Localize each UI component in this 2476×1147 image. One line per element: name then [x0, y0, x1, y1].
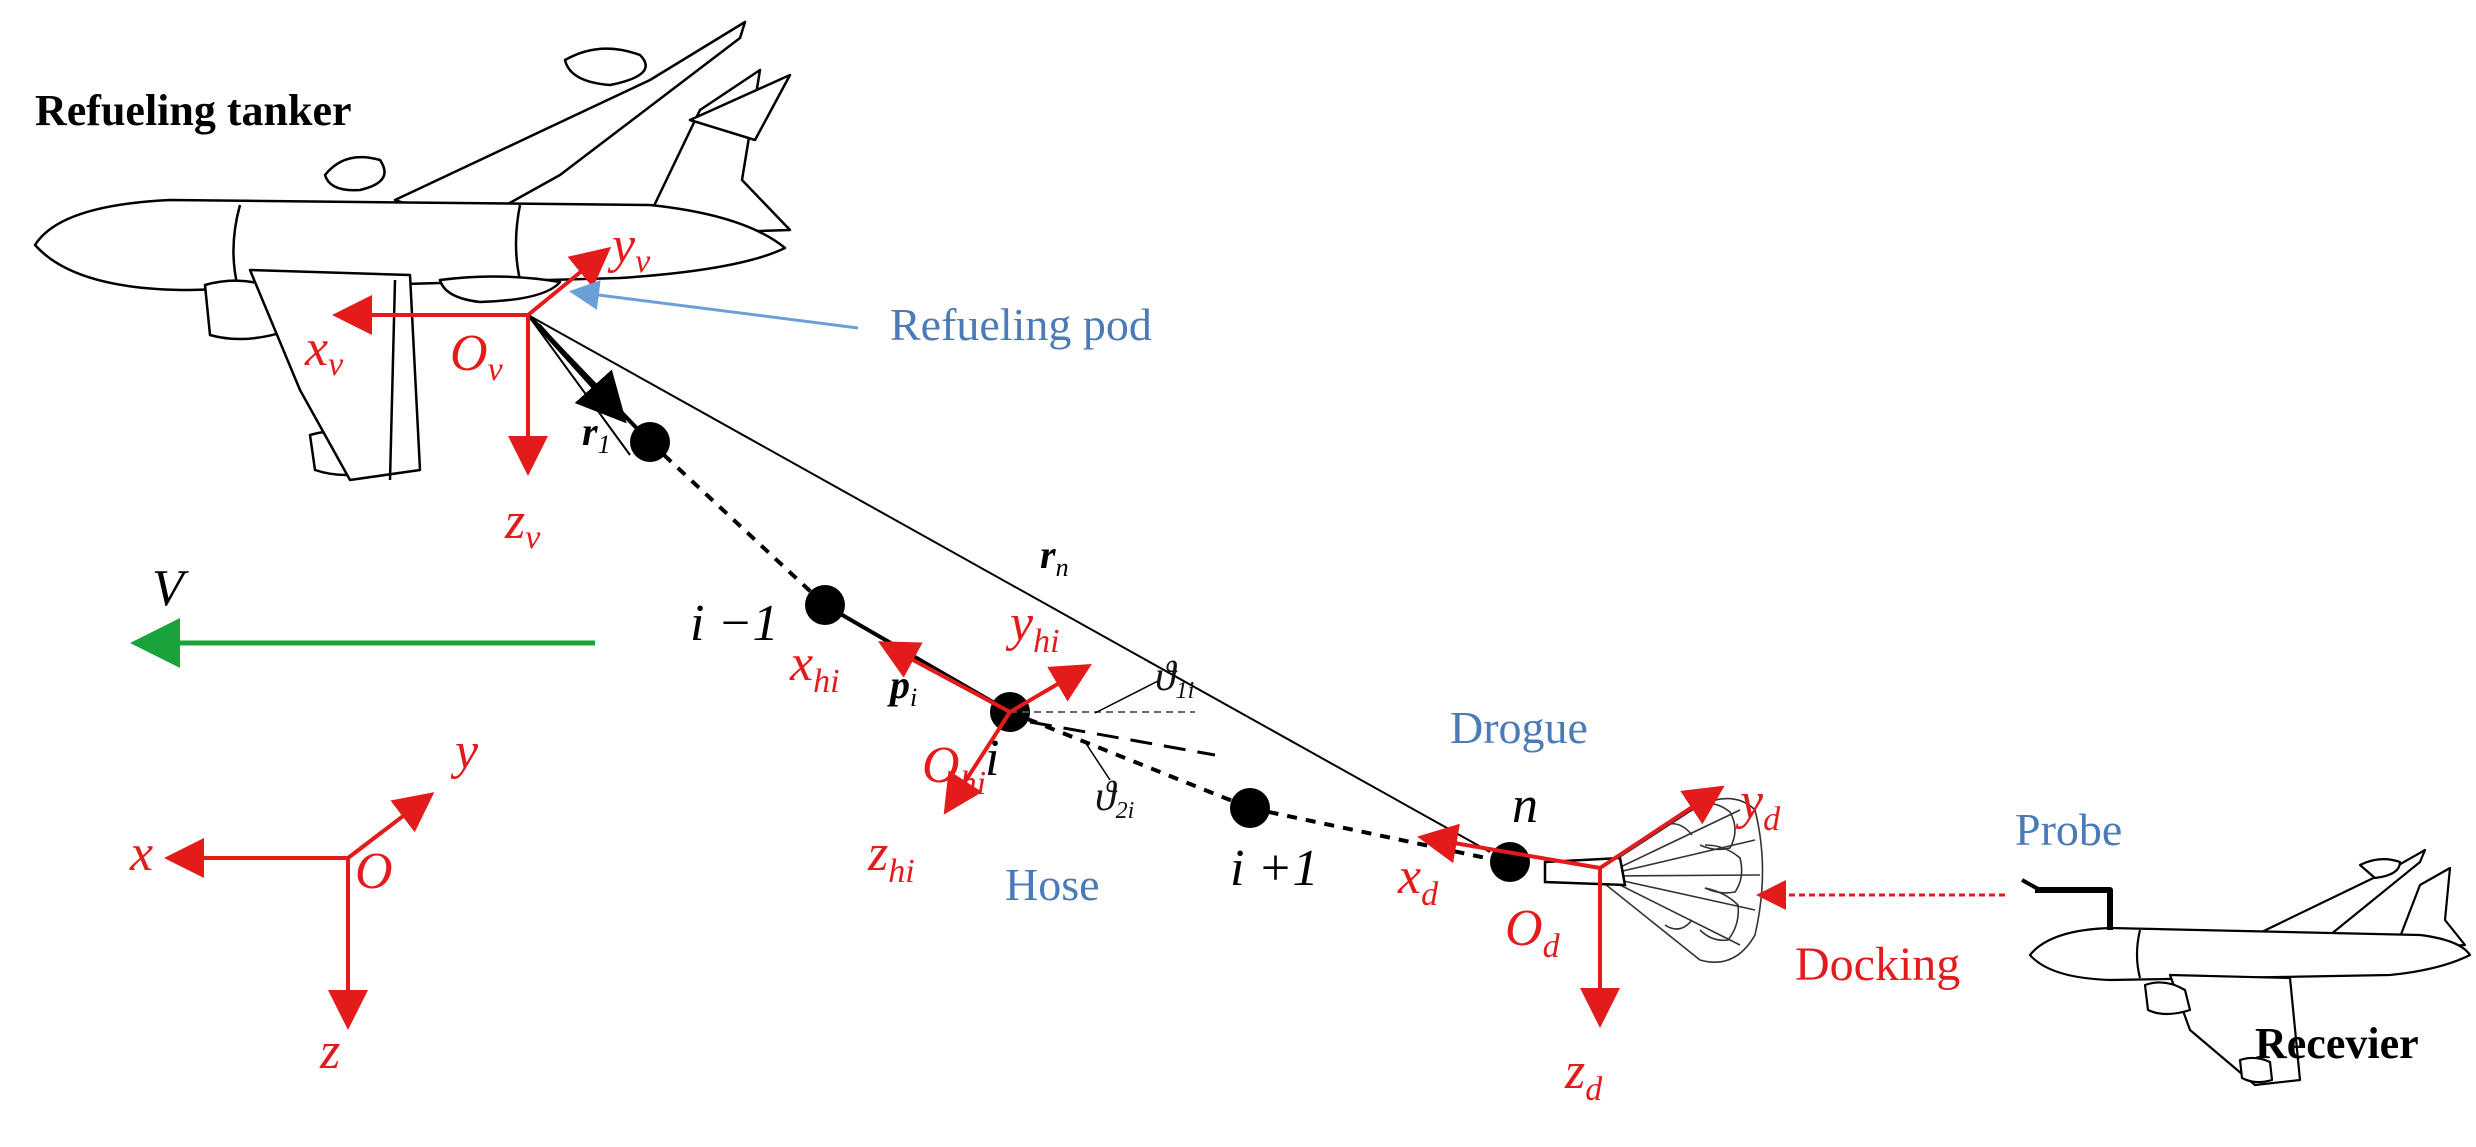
- label-drogue: Drogue: [1450, 702, 1588, 753]
- axis-yv: [526, 246, 612, 317]
- vector-rn: [527, 314, 1491, 853]
- label-theta2: ϑ2i: [1095, 774, 1134, 824]
- label-yhi: yhi: [1005, 595, 1060, 660]
- label-n: n: [1512, 777, 1538, 834]
- theta2-leader: [1084, 741, 1111, 781]
- label-docking: Docking: [1795, 938, 1960, 991]
- label-refueling-pod: Refueling pod: [890, 299, 1152, 350]
- label-probe: Probe: [2015, 804, 2122, 855]
- label-o: O: [355, 843, 393, 900]
- label-i-plus-1: i +1: [1230, 840, 1319, 897]
- node-1: [630, 422, 670, 462]
- drogue-basket: [1543, 797, 1764, 964]
- node-i-plus-1: [1230, 788, 1270, 828]
- label-y: y: [450, 723, 479, 780]
- axis-yd: [1598, 785, 1725, 870]
- label-od: Od: [1505, 900, 1561, 965]
- label-velocity: V: [152, 560, 189, 617]
- axis-zhi: [943, 710, 1012, 815]
- vector-r1: [536, 323, 627, 424]
- axis-yhi: [1008, 663, 1092, 714]
- label-r1: r1: [582, 409, 611, 459]
- axis-xd: [1417, 823, 1601, 870]
- label-rn: rn: [1040, 532, 1069, 582]
- label-hose: Hose: [1005, 859, 1100, 910]
- hose-line-upper: [527, 314, 631, 456]
- node-n: [1490, 842, 1530, 882]
- axis-xhi: [877, 641, 1011, 714]
- label-ov: Ov: [450, 325, 504, 388]
- label-ohi: Ohi: [922, 737, 986, 802]
- theta1-leader: [1094, 679, 1161, 714]
- angle-reference-dashed: [1029, 720, 1216, 757]
- label-zd: zd: [1564, 1043, 1603, 1108]
- label-tanker: Refueling tanker: [35, 86, 352, 135]
- pod-pointer-arrow: [569, 280, 859, 330]
- node-i-minus-1: [805, 585, 845, 625]
- label-x: x: [129, 825, 153, 882]
- label-pi: pi: [887, 662, 917, 712]
- label-i: i: [985, 730, 999, 787]
- axes: [164, 246, 2005, 1030]
- label-theta1: ϑ1i: [1155, 654, 1194, 704]
- axis-y: [346, 792, 435, 860]
- label-receiver: Recevier: [2255, 1019, 2419, 1068]
- label-yd: yd: [1735, 773, 1781, 838]
- label-xv: xv: [304, 320, 344, 383]
- label-z: z: [319, 1023, 340, 1080]
- label-zv: zv: [504, 493, 541, 556]
- label-xd: xd: [1397, 848, 1439, 913]
- label-xhi: xhi: [789, 635, 840, 700]
- label-yv: yv: [607, 217, 651, 280]
- receiver-aircraft: [2021, 848, 2472, 1087]
- label-zhi: zhi: [867, 825, 915, 890]
- label-i-minus-1: i −1: [690, 595, 779, 652]
